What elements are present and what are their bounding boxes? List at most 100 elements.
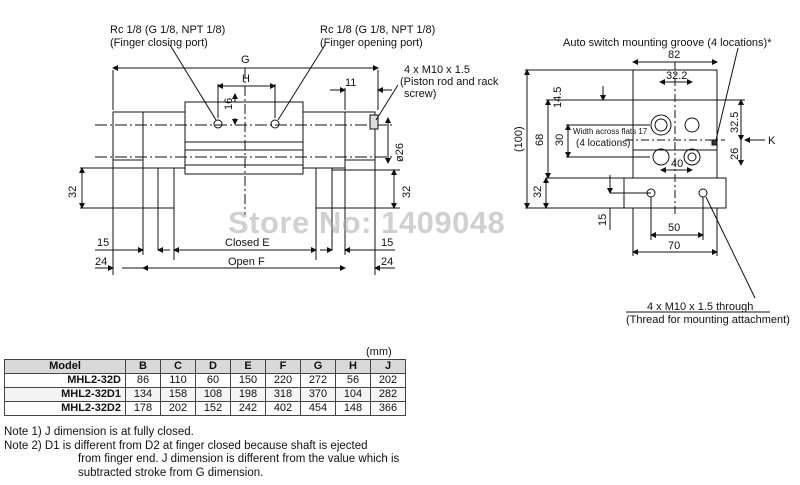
rod-thread-label: 4 x M10 x 1.5 bbox=[404, 64, 470, 76]
dim-16: 16 bbox=[223, 98, 235, 110]
side-view-labels: Auto switch mounting groove (4 locations… bbox=[513, 37, 790, 326]
dim-h: H bbox=[242, 73, 250, 85]
units-label: (mm) bbox=[366, 346, 392, 358]
value-cell: 150 bbox=[230, 373, 266, 388]
model-cell: MHL2-32D2 bbox=[4, 401, 126, 416]
dim-24-left: 24 bbox=[95, 256, 107, 268]
header-f: F bbox=[265, 359, 301, 374]
dim-open-f: Open F bbox=[228, 256, 265, 268]
dim-40: 40 bbox=[671, 158, 683, 170]
dim-70: 70 bbox=[668, 240, 680, 252]
value-cell: 148 bbox=[335, 401, 371, 416]
value-cell: 152 bbox=[195, 401, 231, 416]
value-cell: 282 bbox=[370, 387, 406, 402]
dimension-table: Model B C D E F G H J MHL2-32D 86 110 60… bbox=[4, 359, 406, 416]
value-cell: 56 bbox=[335, 373, 371, 388]
value-cell: 86 bbox=[125, 373, 161, 388]
value-cell: 454 bbox=[300, 401, 336, 416]
dim-g: G bbox=[241, 54, 250, 66]
model-cell: MHL2-32D1 bbox=[4, 387, 126, 402]
header-h: H bbox=[335, 359, 371, 374]
value-cell: 318 bbox=[265, 387, 301, 402]
mount-thread-label: 4 x M10 x 1.5 through bbox=[647, 301, 753, 313]
value-cell: 370 bbox=[300, 387, 336, 402]
value-cell: 202 bbox=[160, 401, 196, 416]
dim-100: (100) bbox=[513, 126, 525, 152]
value-cell: 108 bbox=[195, 387, 231, 402]
note-2-line-1: Note 2) D1 is different from D2 at finge… bbox=[4, 439, 368, 452]
dim-14-5: 14.5 bbox=[552, 87, 564, 108]
header-g: G bbox=[300, 359, 336, 374]
table-row: MHL2-32D 86 110 60 150 220 272 56 202 bbox=[4, 373, 406, 388]
front-view bbox=[79, 44, 400, 275]
left-finger bbox=[157, 167, 175, 209]
dim-26: 26 bbox=[729, 148, 741, 160]
dim-32-5: 32.5 bbox=[729, 112, 741, 133]
dim-32-2: 32.2 bbox=[666, 70, 687, 82]
header-e: E bbox=[230, 359, 266, 374]
across-flats-count: (4 locations) bbox=[576, 138, 630, 149]
value-cell: 198 bbox=[230, 387, 266, 402]
left-end-cap bbox=[112, 111, 144, 161]
mount-thread-desc: (Thread for mounting attachment) bbox=[626, 314, 790, 326]
dim-30: 30 bbox=[554, 134, 566, 146]
left-finger-block bbox=[142, 111, 186, 169]
dim-50: 50 bbox=[668, 222, 680, 234]
dim-32-side: 32 bbox=[532, 186, 544, 198]
value-cell: 366 bbox=[370, 401, 406, 416]
groove-note: Auto switch mounting groove (4 locations… bbox=[563, 37, 772, 49]
opening-port-icon bbox=[270, 119, 280, 129]
dim-dia26: ø26 bbox=[394, 143, 406, 162]
notes-block: Note 1) J dimension is at fully closed. … bbox=[4, 426, 399, 480]
header-model: Model bbox=[4, 359, 126, 374]
table-row: MHL2-32D1 134 158 108 198 318 370 104 28… bbox=[4, 387, 406, 402]
dim-82: 82 bbox=[668, 49, 680, 61]
closing-port-label: Rc 1/8 (G 1/8, NPT 1/8) bbox=[110, 24, 225, 36]
opening-port-label: Rc 1/8 (G 1/8, NPT 1/8) bbox=[320, 24, 435, 36]
value-cell: 110 bbox=[160, 373, 196, 388]
dim-15-right: 15 bbox=[381, 237, 393, 249]
dim-32-right: 32 bbox=[401, 186, 413, 198]
table-row: MHL2-32D2 178 202 152 242 402 454 148 36… bbox=[4, 401, 406, 416]
header-j: J bbox=[370, 359, 406, 374]
dim-15-side: 15 bbox=[597, 214, 609, 226]
value-cell: 178 bbox=[125, 401, 161, 416]
rod-end-icon bbox=[650, 114, 672, 136]
closing-port-icon bbox=[213, 119, 223, 129]
dim-closed-e: Closed E bbox=[225, 237, 270, 249]
rod-thread-desc-2: screw) bbox=[404, 88, 436, 100]
note-2-line-2: from finger end. J dimension is differen… bbox=[78, 453, 400, 465]
label-k: K bbox=[768, 135, 776, 147]
dim-32-left: 32 bbox=[67, 186, 79, 198]
value-cell: 272 bbox=[300, 373, 336, 388]
side-view bbox=[524, 47, 765, 299]
value-cell: 60 bbox=[195, 373, 231, 388]
rod-thread-desc-1: (Piston rod and rack bbox=[400, 76, 499, 88]
right-finger bbox=[315, 167, 333, 209]
value-cell: 134 bbox=[125, 387, 161, 402]
dim-68: 68 bbox=[534, 134, 546, 146]
note-2-line-3: subtracted stroke from G dimension. bbox=[78, 466, 264, 479]
closing-port-desc: (Finger closing port) bbox=[110, 37, 208, 49]
dim-15-left: 15 bbox=[97, 237, 109, 249]
header-d: D bbox=[195, 359, 231, 374]
across-flats-label: Width across flats 17 bbox=[573, 127, 648, 136]
value-cell: 158 bbox=[160, 387, 196, 402]
right-finger-block bbox=[302, 111, 346, 169]
model-cell: MHL2-32D bbox=[4, 373, 126, 388]
note-1: Note 1) J dimension is at fully closed. bbox=[4, 426, 194, 438]
value-cell: 104 bbox=[335, 387, 371, 402]
value-cell: 202 bbox=[370, 373, 406, 388]
front-view-labels: Rc 1/8 (G 1/8, NPT 1/8) (Finger closing … bbox=[67, 24, 499, 268]
dim-24-right: 24 bbox=[381, 256, 393, 268]
table-header-row: Model B C D E F G H J bbox=[4, 359, 406, 374]
store-watermark: Store No: 1409048 bbox=[228, 205, 506, 240]
header-c: C bbox=[160, 359, 196, 374]
value-cell: 220 bbox=[265, 373, 301, 388]
gripper-body bbox=[184, 101, 304, 175]
opening-port-desc: (Finger opening port) bbox=[320, 37, 423, 49]
header-b: B bbox=[125, 359, 161, 374]
value-cell: 402 bbox=[265, 401, 301, 416]
value-cell: 242 bbox=[230, 401, 266, 416]
